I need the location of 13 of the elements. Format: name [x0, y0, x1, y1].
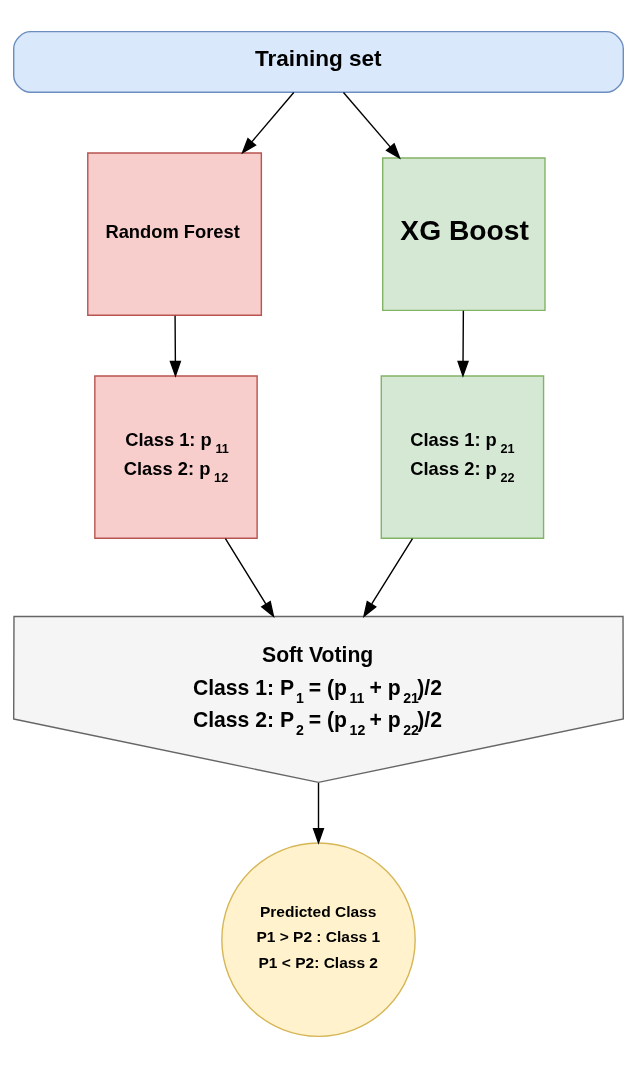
node-box: Random Forest [87, 152, 263, 316]
node-box: Class 1: p$_{21}$ Class 2: p$_{22}$ [380, 375, 545, 539]
arrow [312, 782, 325, 845]
arrow [342, 91, 401, 160]
arrow [457, 310, 469, 378]
arrow [169, 314, 182, 378]
node-circle: Predicted Class P1 > P2 : Class 1 P1 < P2: Class 2 [221, 842, 416, 1038]
node-box: XG Boost [382, 157, 546, 312]
node-box: Class 1: p$_{11}$ Class 2: p$_{12}$ [94, 375, 258, 539]
arrow [241, 91, 295, 155]
arrow [224, 537, 275, 619]
node-box: Training set [13, 30, 624, 94]
arrow [362, 537, 414, 619]
